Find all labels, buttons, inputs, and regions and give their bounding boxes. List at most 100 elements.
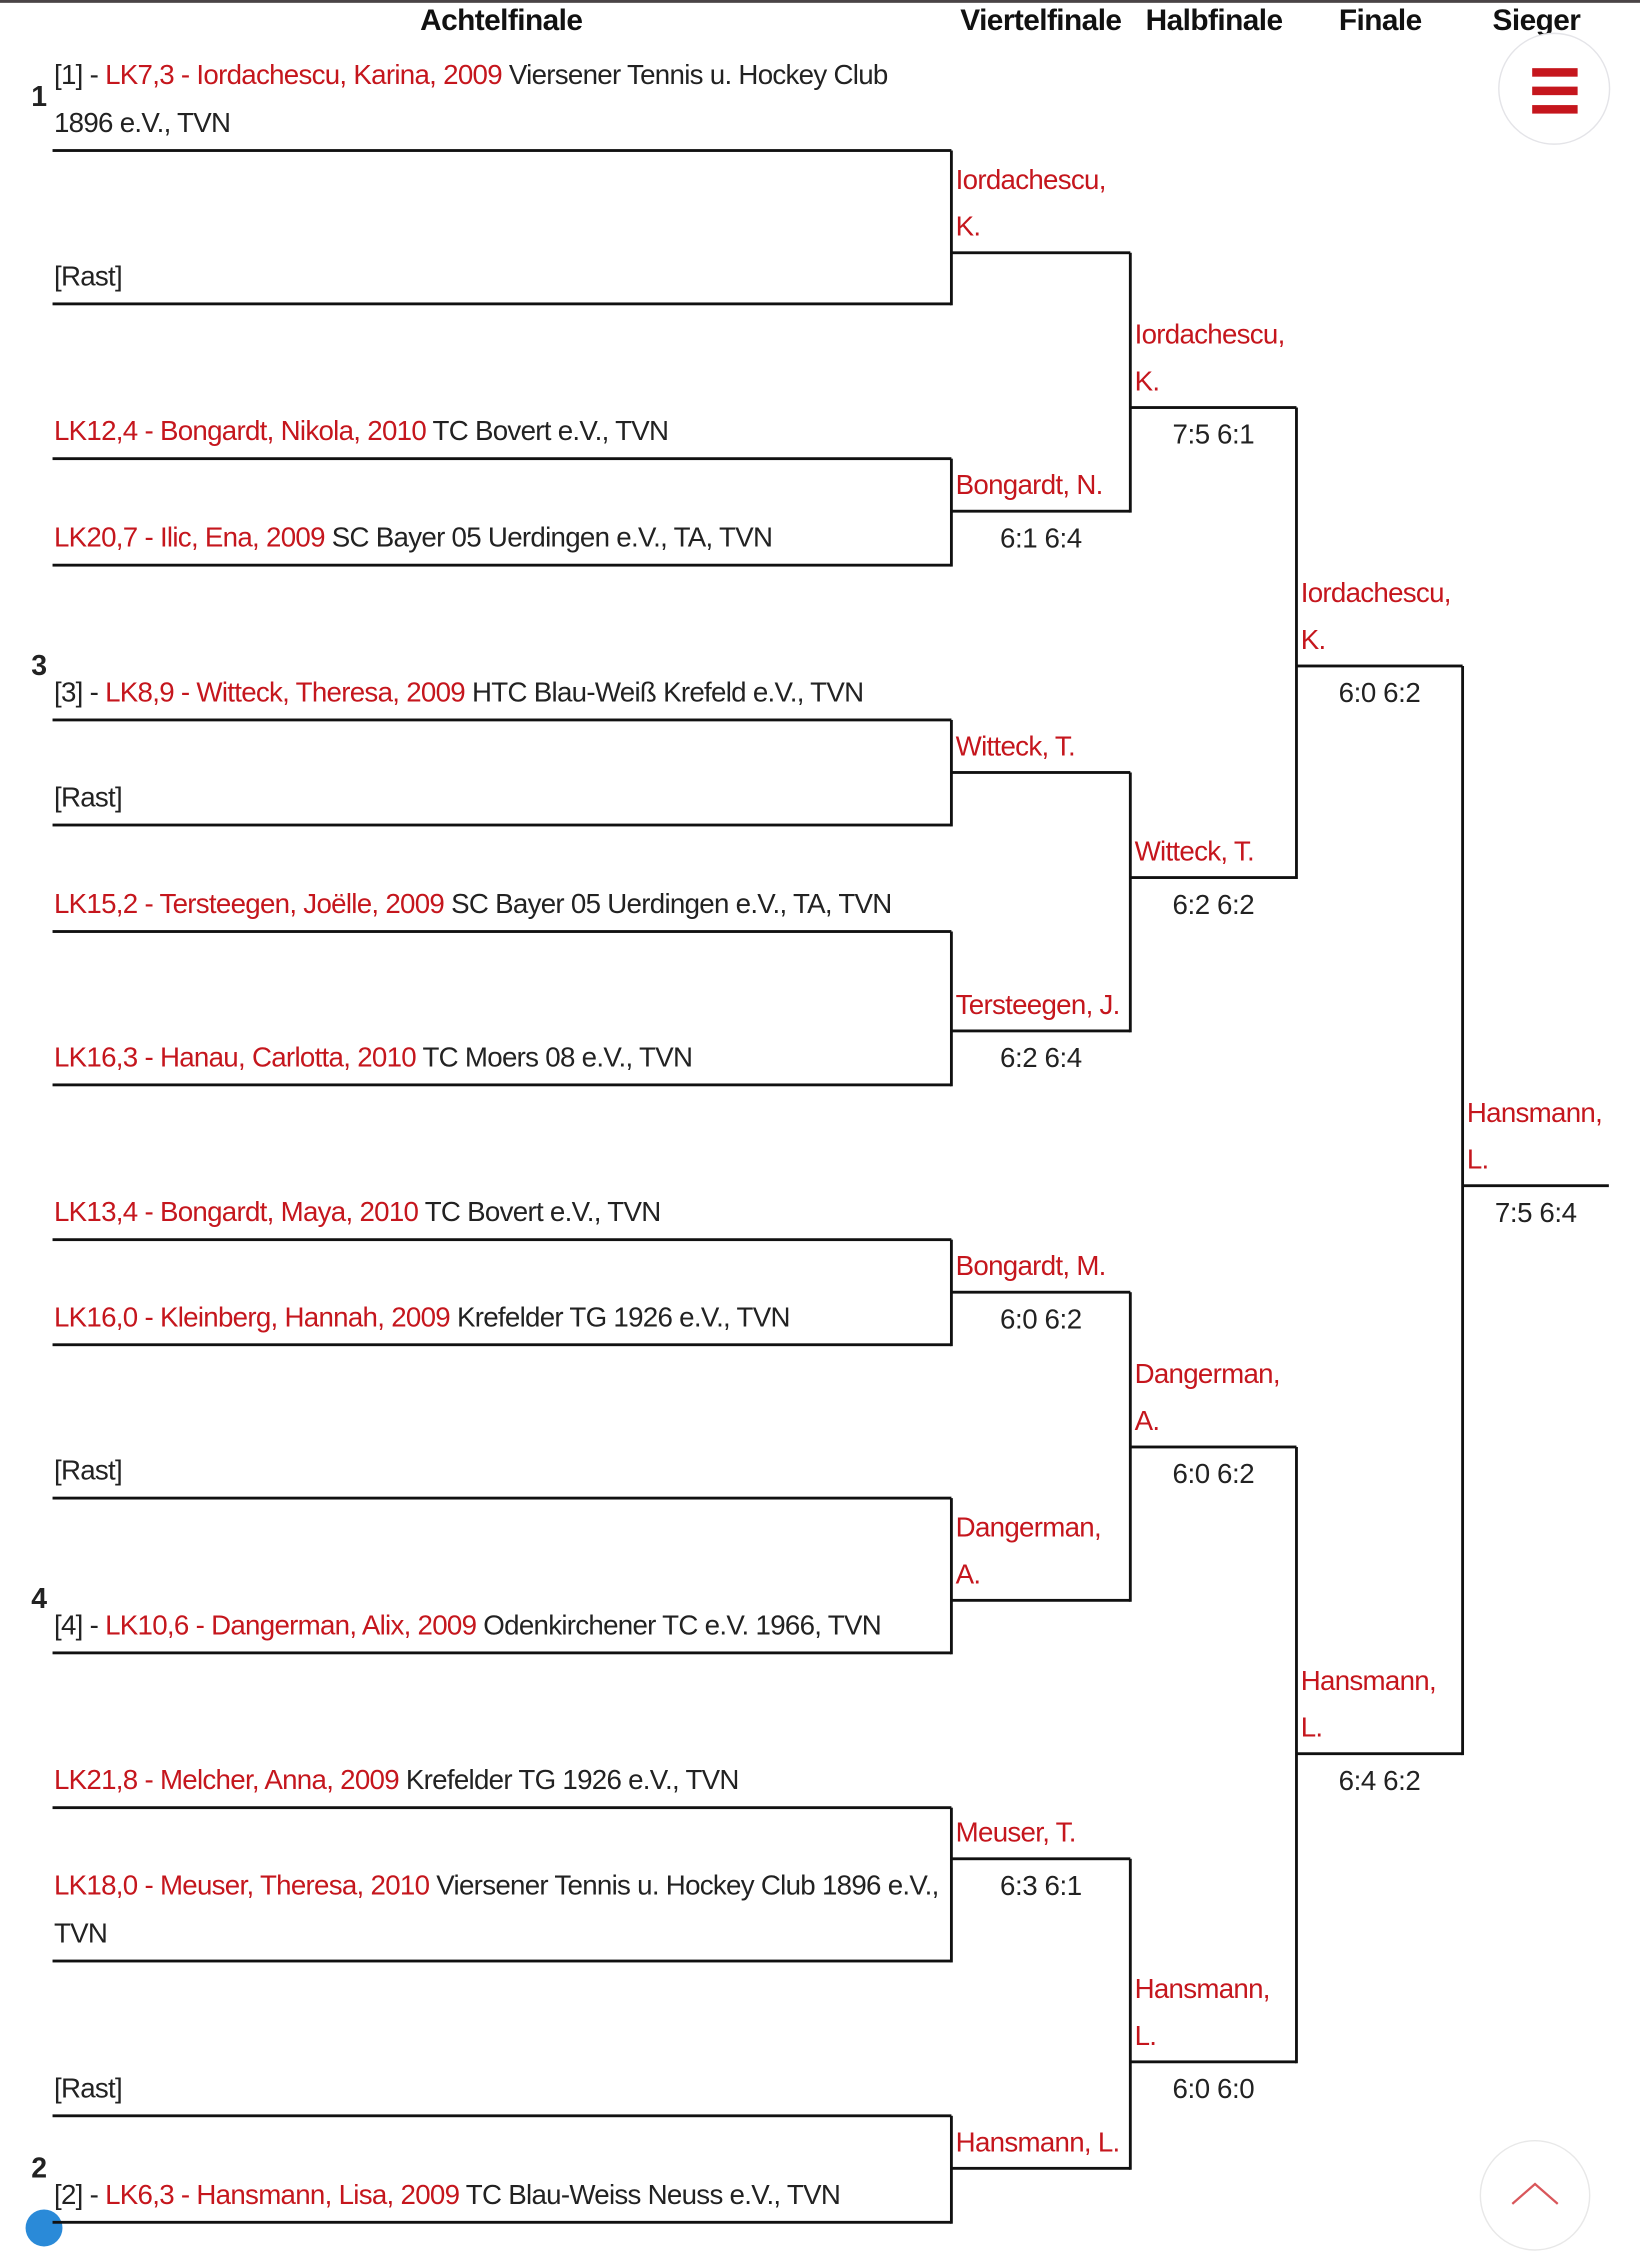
player-link[interactable]: LK16,3 - Hanau, Carlotta, 2010: [53, 1042, 417, 1074]
header-round-of-16: Achtelfinale: [420, 4, 583, 37]
match-score: 6:2 6:2: [1172, 889, 1255, 921]
bracket-connector: [1461, 665, 1464, 1756]
entry-seed-tag: [4] -: [53, 1610, 106, 1642]
player-link[interactable]: LK15,2 - Tersteegen, Joëlle, 2009: [53, 888, 445, 921]
bracket-entry: LK16,3 - Hanau, Carlotta, 2010 TC Moers …: [54, 1034, 951, 1085]
bracket-entry: [Rast]: [54, 1447, 951, 1498]
bracket-line: [951, 251, 1131, 255]
bracket-connector: [949, 1807, 953, 1963]
player-link[interactable]: LK6,3 - Hansmann, Lisa, 2009: [105, 2179, 460, 2211]
club-name: Krefelder TG 1926 e.V., TVN: [398, 1765, 740, 1797]
bracket-line: [52, 1083, 952, 1087]
match-winner-name[interactable]: Iordachescu, K.: [1134, 319, 1286, 398]
bracket-connector: [949, 1239, 953, 1347]
player-link[interactable]: LK12,4 - Bongardt, Nikola, 2010: [53, 416, 427, 448]
bracket-line: [951, 1598, 1131, 1602]
bracket-line: [52, 457, 952, 461]
bracket-entry: LK21,8 - Melcher, Anna, 2009 Krefelder T…: [54, 1757, 951, 1808]
bracket-entry: LK18,0 - Meuser, Theresa, 2010 Viersener…: [54, 1862, 951, 1961]
club-name: Krefelder TG 1926 e.V., TVN: [449, 1302, 791, 1334]
match-winner-name[interactable]: Iordachescu, K.: [1300, 577, 1452, 657]
bracket-line: [52, 1496, 952, 1500]
bracket-line: [951, 1857, 1131, 1861]
header-semifinal: Halbfinale: [1145, 4, 1283, 37]
bracket-line: [52, 302, 952, 306]
entry-seed-tag: [2] -: [53, 2179, 106, 2211]
player-link[interactable]: LK10,6 - Dangerman, Alix, 2009: [105, 1610, 477, 1642]
header-final: Finale: [1338, 4, 1422, 37]
bracket-entry: LK13,4 - Bongardt, Maya, 2010 TC Bovert …: [54, 1189, 951, 1240]
match-winner-name[interactable]: Hansmann, L.: [1300, 1665, 1437, 1744]
seed-number: 3: [31, 651, 48, 683]
match-score: 6:2 6:4: [999, 1042, 1082, 1075]
bracket-line: [1130, 2060, 1297, 2064]
player-link[interactable]: LK16,0 - Kleinberg, Hannah, 2009: [53, 1302, 451, 1334]
bracket-line: [951, 2166, 1131, 2170]
bracket-entry: [Rast]: [54, 2065, 951, 2116]
tournament-winner-name[interactable]: Hansmann, L.: [1466, 1097, 1603, 1176]
scroll-to-top-button[interactable]: [1479, 2139, 1591, 2251]
bracket-connector: [1295, 407, 1298, 879]
bracket-connector: [949, 719, 953, 827]
bracket-entry: LK16,0 - Kleinberg, Hannah, 2009 Krefeld…: [54, 1294, 951, 1345]
player-link[interactable]: LK21,8 - Melcher, Anna, 2009: [53, 1765, 400, 1797]
club-name: Viersener Tennis u. Hockey Club 1896 e.V…: [53, 59, 888, 140]
bracket-line: [951, 771, 1131, 774]
bracket-connector: [1128, 772, 1132, 1033]
bracket-line: [52, 1238, 952, 1242]
hamburger-icon-bar: [1532, 105, 1578, 114]
bracket-line: [52, 1959, 952, 1963]
player-link[interactable]: LK20,7 - Ilic, Ena, 2009: [53, 522, 326, 554]
club-name: SC Bayer 05 Uerdingen e.V., TA, TVN: [324, 522, 773, 554]
match-score: 6:4 6:2: [1338, 1765, 1421, 1798]
club-name: SC Bayer 05 Uerdingen e.V., TA, TVN: [444, 888, 892, 921]
match-score: 6:0 6:0: [1172, 2073, 1255, 2106]
club-name: TC Bovert e.V., TVN: [418, 1197, 662, 1229]
bracket-connector: [949, 2115, 953, 2224]
match-winner-name[interactable]: Hansmann, L.: [955, 2127, 1121, 2159]
bracket-entry: [3] - LK8,9 - Witteck, Theresa, 2009 HTC…: [54, 669, 951, 720]
bracket-connector: [1128, 1858, 1132, 2170]
match-score: 7:5 6:1: [1172, 419, 1255, 451]
seed-number: 4: [31, 1584, 48, 1616]
bracket-entry: [Rast]: [54, 253, 951, 304]
bracket-line: [52, 1806, 952, 1810]
entry-seed-tag: [Rast]: [53, 782, 123, 814]
match-winner-name[interactable]: Iordachescu, K.: [955, 164, 1107, 243]
bracket-entry: [4] - LK10,6 - Dangerman, Alix, 2009 Ode…: [54, 1602, 951, 1653]
match-winner-name[interactable]: Witteck, T.: [1134, 836, 1255, 868]
player-link[interactable]: LK7,3 - Iordachescu, Karina, 2009: [105, 59, 503, 91]
match-winner-name[interactable]: Dangerman, A.: [955, 1512, 1102, 1591]
player-link[interactable]: LK13,4 - Bongardt, Maya, 2010: [53, 1197, 419, 1229]
bracket-connector: [949, 931, 953, 1087]
bracket-line: [1462, 1184, 1609, 1188]
player-link[interactable]: LK18,0 - Meuser, Theresa, 2010: [53, 1870, 430, 1902]
match-winner-name[interactable]: Witteck, T.: [955, 731, 1076, 763]
seed-number: 1: [31, 81, 48, 113]
bracket-entry: [1] - LK7,3 - Iordachescu, Karina, 2009 …: [54, 51, 951, 150]
bracket-connector: [1128, 252, 1132, 513]
player-link[interactable]: LK8,9 - Witteck, Theresa, 2009: [105, 677, 466, 709]
match-score: 6:1 6:4: [999, 523, 1082, 555]
bracket-line: [52, 563, 952, 567]
hamburger-icon: [1532, 68, 1578, 77]
match-winner-name[interactable]: Dangerman, A.: [1134, 1358, 1281, 1438]
menu-button[interactable]: [1498, 32, 1611, 145]
club-name: TC Moers 08 e.V., TVN: [415, 1042, 693, 1074]
entry-seed-tag: [Rast]: [53, 261, 123, 293]
bracket-entry: LK20,7 - Ilic, Ena, 2009 SC Bayer 05 Uer…: [54, 514, 951, 565]
bracket-line: [52, 823, 952, 827]
bracket-line: [1130, 1445, 1297, 1449]
match-score: 6:3 6:1: [999, 1870, 1082, 1903]
match-winner-name[interactable]: Meuser, T.: [955, 1817, 1077, 1849]
entry-seed-tag: [Rast]: [53, 1455, 123, 1487]
bracket-line: [1130, 406, 1297, 409]
bracket-entry: [2] - LK6,3 - Hansmann, Lisa, 2009 TC Bl…: [54, 2171, 951, 2222]
match-winner-name[interactable]: Hansmann, L.: [1134, 1973, 1271, 2052]
match-winner-name[interactable]: Bongardt, M.: [955, 1251, 1107, 1283]
bracket-line: [951, 1290, 1131, 1294]
match-winner-name[interactable]: Bongardt, N.: [955, 470, 1104, 502]
entry-seed-tag: [3] -: [53, 677, 106, 709]
match-winner-name[interactable]: Tersteegen, J.: [955, 989, 1121, 1021]
